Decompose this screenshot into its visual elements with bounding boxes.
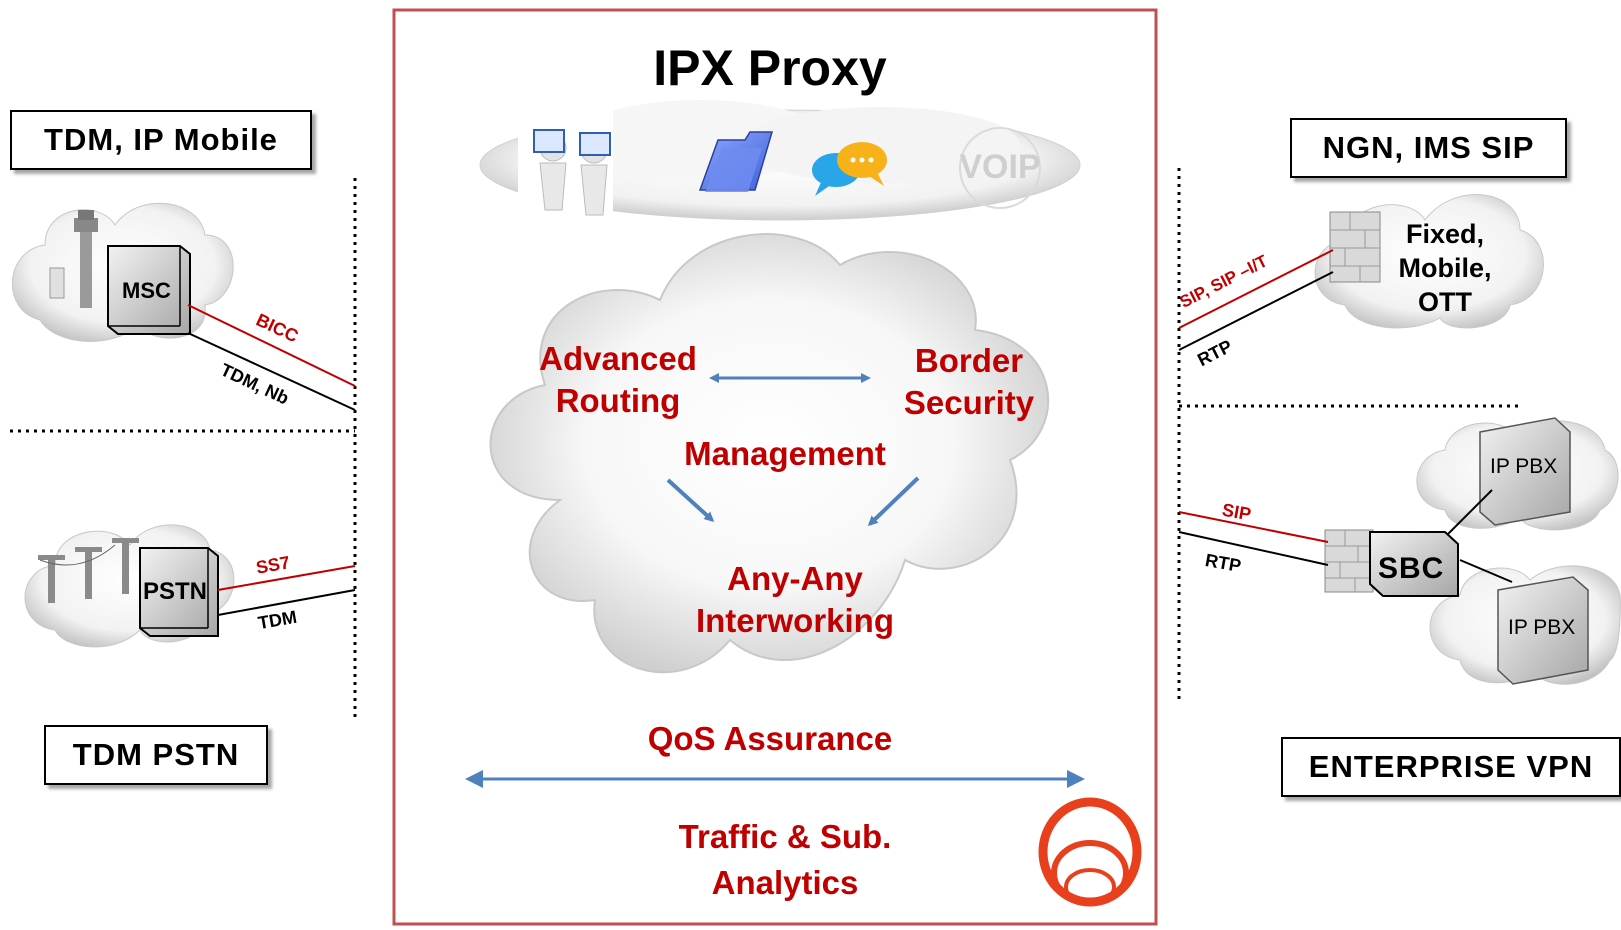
- routing-label: Routing: [555, 382, 681, 420]
- ott-label: OTT: [1418, 286, 1472, 317]
- services-cloud: [479, 100, 1081, 221]
- ss7-link: [217, 565, 356, 591]
- tdm-link: [217, 589, 356, 616]
- advanced-label: Advanced: [539, 340, 697, 377]
- telephone-poles-icon: [38, 538, 139, 603]
- fixed-label: Fixed,: [1405, 219, 1485, 249]
- ip-pbx-label-top: IP PBX: [1490, 455, 1558, 478]
- security-label: Security: [903, 384, 1035, 422]
- ip-pbx-node-top: [1479, 417, 1571, 526]
- border-security-label: Border Security: [884, 340, 1054, 424]
- bicc-link: [187, 304, 356, 387]
- routing-to-interworking-arrow: [666, 478, 715, 523]
- any-any-label: Any-Any: [727, 560, 863, 597]
- ip-pbx-label-bottom: IP PBX: [1508, 616, 1576, 639]
- rtp-top-link: [1178, 271, 1334, 351]
- sip-sipit-link: [1178, 249, 1334, 329]
- sbc-pbx-bottom-link: [1459, 559, 1513, 583]
- interworking-text: Interworking: [695, 602, 895, 640]
- rtp-bottom-link: [1178, 531, 1329, 566]
- folder-icon: [698, 131, 774, 192]
- tdm-nb-link: [187, 332, 356, 411]
- sbc-node: [1369, 531, 1459, 597]
- interworking-label: Any-Any Interworking: [680, 558, 910, 642]
- traffic-sub-label: Traffic & Sub.: [678, 818, 892, 855]
- management-label: Management: [684, 435, 886, 472]
- voip-icon: VOIP: [959, 127, 1041, 209]
- qos-assurance-label: QoS Assurance: [647, 720, 893, 757]
- msc-label: MSC: [122, 278, 171, 303]
- security-to-interworking-arrow: [867, 476, 920, 527]
- enterprise-vpn-box: ENTERPRISE VPN: [1281, 737, 1621, 797]
- traffic-analytics-label: Traffic & Sub. Analytics: [650, 814, 920, 906]
- tdm-pstn-box: TDM PSTN: [44, 725, 268, 785]
- ngn-ims-sip-box: NGN, IMS SIP: [1290, 118, 1567, 178]
- analytics-label: Analytics: [711, 864, 859, 902]
- ngn-firewall-icon: [1329, 211, 1381, 283]
- ipx-functions-cloud: [489, 233, 1050, 674]
- tdm-ip-mobile-box: TDM, IP Mobile: [10, 110, 312, 170]
- people-icon: [518, 100, 613, 225]
- sip-link: [1178, 511, 1329, 543]
- handset-icon: [49, 267, 65, 299]
- fixed-mobile-ott-label: Fixed, Mobile, OTT: [1390, 218, 1500, 319]
- advanced-routing-label: Advanced Routing: [518, 338, 718, 422]
- pstn-node: [139, 547, 219, 637]
- border-label: Border: [914, 342, 1024, 379]
- ip-pbx-node-bottom: [1497, 576, 1589, 685]
- page-title: IPX Proxy: [653, 40, 887, 96]
- chat-icon: [812, 142, 887, 196]
- pstn-label: PSTN: [143, 578, 208, 605]
- cell-tower-icon: [74, 210, 98, 308]
- voip-label: VOIP: [959, 148, 1040, 186]
- mobile-label: Mobile,: [1398, 252, 1492, 283]
- sbc-label: SBC: [1378, 552, 1445, 585]
- sbc-firewall-icon: [1324, 529, 1374, 593]
- brand-logo: [1038, 797, 1142, 907]
